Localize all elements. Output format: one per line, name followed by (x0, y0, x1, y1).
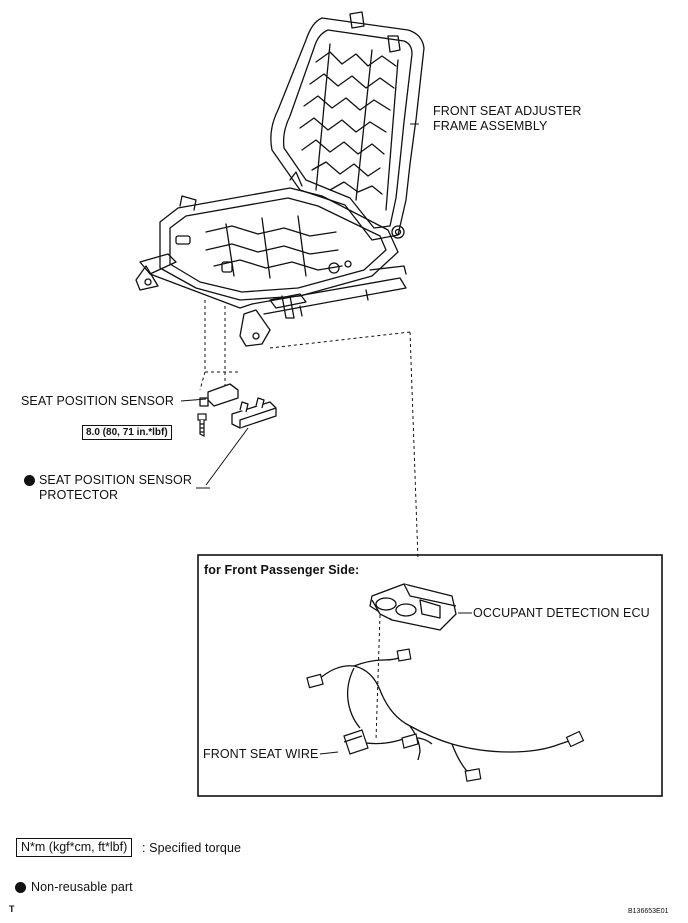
leader-lines (180, 123, 472, 755)
frame-assembly-label-line1: FRONT SEAT ADJUSTER (433, 104, 582, 118)
sensor-protector-label-line1: SEAT POSITION SENSOR (39, 473, 192, 487)
locator-lines (199, 300, 419, 741)
front-seat-wire-drawing (317, 655, 573, 777)
figure-code: B136653E01 (628, 908, 669, 915)
non-reusable-icon (24, 475, 35, 486)
occupant-detection-ecu-drawing (369, 583, 457, 631)
non-reusable-legend-icon (15, 882, 26, 893)
torque-legend-box: N*m (kgf*cm, ft*lbf) (16, 838, 133, 857)
seat-position-sensor (199, 383, 239, 407)
seat-back-frame (270, 11, 425, 241)
frame-assembly-label-line2: FRAME ASSEMBLY (433, 119, 548, 133)
wire-connectors (306, 648, 585, 782)
seat-track-rails (135, 253, 407, 347)
sensor-protector-label-line2: PROTECTOR (39, 488, 119, 502)
torque-legend-text: : Specified torque (142, 841, 242, 855)
inset-box (197, 554, 663, 797)
non-reusable-legend-text: Non-reusable part (31, 880, 133, 894)
inset-title: for Front Passenger Side: (204, 563, 360, 577)
sensor-protector (231, 397, 277, 429)
torque-value-box: 8.0 (80, 71 in.*lbf) (82, 425, 172, 440)
sensor-bolt (197, 413, 207, 437)
seat-cushion-frame (159, 171, 399, 301)
front-seat-wire-label: FRONT SEAT WIRE (203, 747, 319, 761)
seat-position-sensor-label: SEAT POSITION SENSOR (21, 394, 174, 408)
occupant-detection-ecu-label: OCCUPANT DETECTION ECU (473, 606, 650, 620)
footer-left-mark: T (9, 904, 15, 914)
